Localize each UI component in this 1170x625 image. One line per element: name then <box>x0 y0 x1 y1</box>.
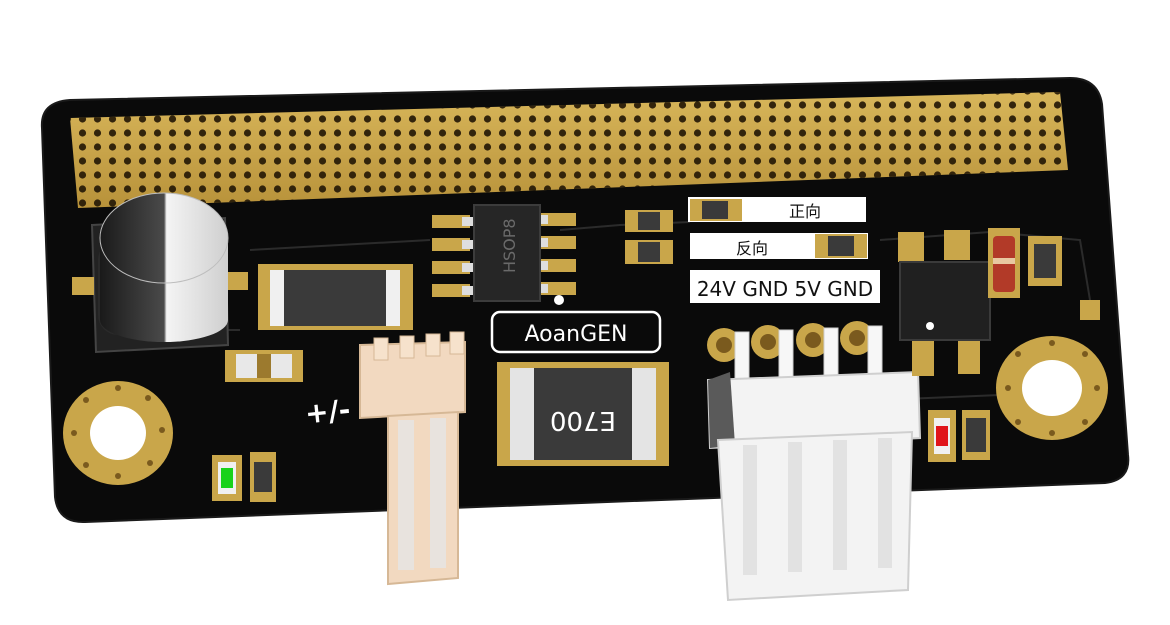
led-green <box>212 455 242 501</box>
diode <box>988 228 1020 298</box>
beige-power-connector <box>359 331 466 586</box>
power-inductor: E700 <box>497 362 669 466</box>
forward-label-box: 正向 <box>688 197 866 222</box>
brand-label-box: AoanGEN <box>490 310 662 354</box>
pin-label-box: 24V GND 5V GND <box>690 270 880 303</box>
test-pad <box>1080 300 1100 320</box>
mounting-hole-left <box>63 381 173 485</box>
connector-pads <box>707 321 874 362</box>
polarity-label: +/- <box>303 393 352 431</box>
smd-resistor-red-led <box>962 410 990 460</box>
hsop8-ic: HSOP8 <box>432 204 576 305</box>
smd-part-far-right <box>1028 236 1062 286</box>
mounting-hole-right <box>996 336 1108 440</box>
reverse-label-box: 反向 <box>690 233 868 259</box>
smd-capacitor-small <box>225 350 303 382</box>
sot-ic-right <box>898 230 991 376</box>
inductor-marking: E700 <box>550 405 616 435</box>
smd-resistor-led <box>250 452 276 502</box>
electrolytic-capacitor <box>72 192 248 354</box>
reverse-label: 反向 <box>736 239 768 258</box>
forward-label: 正向 <box>789 202 821 221</box>
smd-resistor-large <box>258 264 413 330</box>
smd-cap-upper <box>625 210 673 232</box>
led-red <box>928 410 956 462</box>
ic-marking: HSOP8 <box>500 218 519 273</box>
brand-label: AoanGEN <box>525 322 628 347</box>
pin-labels: 24V GND 5V GND <box>697 277 873 301</box>
smd-cap-lower <box>625 240 673 264</box>
white-4pin-connector <box>706 325 922 602</box>
